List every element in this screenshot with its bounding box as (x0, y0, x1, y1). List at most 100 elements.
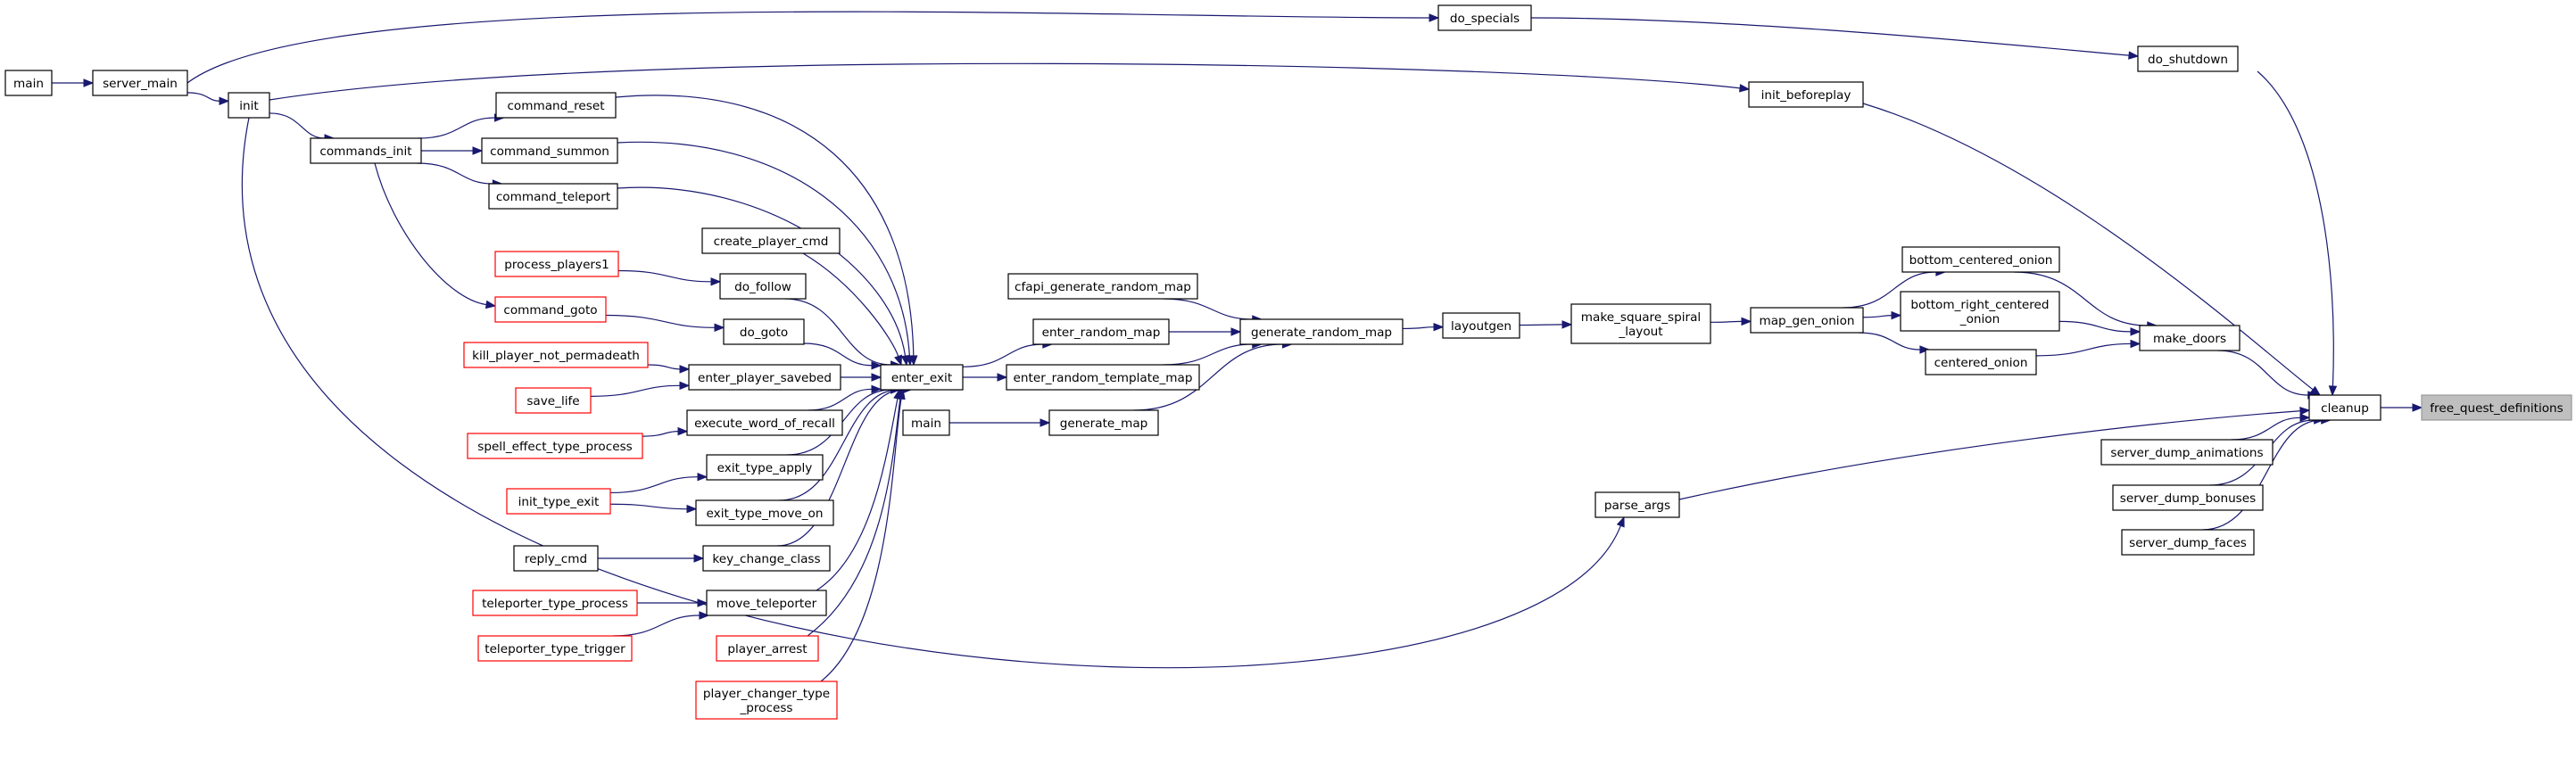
node-command-reset[interactable]: command_reset (495, 92, 617, 119)
node-process-players1[interactable]: process_players1 (494, 251, 619, 277)
node-command-goto[interactable]: command_goto (494, 296, 607, 323)
node-label: centered_onion (1934, 356, 2028, 370)
node-box (515, 387, 592, 414)
node-label: server_dump_faces (2129, 536, 2247, 550)
node-player-changer-type-process[interactable]: player_changer_type_process (695, 681, 838, 720)
node-make-doors[interactable]: make_doors (2139, 325, 2241, 351)
node-box (472, 590, 638, 616)
node-label: _onion (1959, 312, 2000, 326)
node-generate-random-map[interactable]: generate_random_map (1239, 318, 1404, 345)
node-box (4, 70, 53, 96)
node-box (2421, 394, 2572, 421)
node-label: map_gen_onion (1759, 314, 1854, 328)
node-init-type-exit[interactable]: init_type_exit (506, 488, 611, 515)
node-label: player_arrest (727, 642, 807, 656)
node-cleanup[interactable]: cleanup (2308, 394, 2381, 421)
node-label: do_goto (740, 326, 788, 340)
node-label: command_goto (503, 303, 597, 318)
node-command-summon[interactable]: command_summon (481, 137, 618, 164)
edge-process-players1-to-do-follow (617, 269, 722, 286)
node-label: enter_random_map (1042, 326, 1161, 340)
node-exit-type-move-on[interactable]: exit_type_move_on (695, 499, 834, 526)
node-teleporter-type-trigger[interactable]: teleporter_type_trigger (477, 635, 633, 662)
node-box (92, 70, 188, 96)
node-label: exit_type_apply (717, 461, 813, 475)
node-label: init_type_exit (518, 495, 600, 509)
node-box (719, 273, 807, 300)
node-enter-exit[interactable]: enter_exit (880, 364, 964, 391)
node-bottom-centered-onion[interactable]: bottom_centered_onion (1901, 246, 2060, 273)
node-free-quest-definitions[interactable]: free_quest_definitions (2421, 394, 2572, 421)
edge-spell-effect-type-process-to-execute-word-of-recall (642, 426, 689, 437)
node-label: save_life (526, 394, 579, 408)
node-server-dump-animations[interactable]: server_dump_animations (2100, 439, 2274, 466)
node-move-teleporter[interactable]: move_teleporter (706, 590, 827, 616)
node-box (706, 590, 827, 616)
node-do-specials[interactable]: do_specials (1437, 4, 1532, 31)
edge-player-changer-type-process-to-enter-exit (820, 388, 906, 682)
node-commands-init[interactable]: commands_init (310, 137, 422, 164)
node-label: server_main (103, 77, 178, 91)
node-save-life[interactable]: save_life (515, 387, 592, 414)
node-label: kill_player_not_permadeath (472, 349, 640, 363)
node-kill-player-not-permadeath[interactable]: kill_player_not_permadeath (463, 342, 649, 368)
edge-server-dump-animations-to-cleanup (2231, 413, 2311, 441)
node-command-teleport[interactable]: command_teleport (488, 183, 618, 210)
node-map-gen-onion[interactable]: map_gen_onion (1750, 307, 1864, 334)
edge-kill-player-not-permadeath-to-enter-player-savebed (647, 364, 691, 374)
edge-init-type-exit-to-exit-type-apply (609, 472, 708, 494)
node-box (1570, 303, 1711, 344)
node-label: make_square_spiral (1581, 310, 1701, 325)
node-execute-word-of-recall[interactable]: execute_word_of_recall (686, 409, 843, 436)
edge-reply-cmd-to-key-change-class (598, 554, 705, 563)
node-generate-map[interactable]: generate_map (1048, 409, 1159, 436)
node-layoutgen[interactable]: layoutgen (1442, 312, 1520, 339)
node-label: make_doors (2153, 332, 2226, 346)
node-box (686, 409, 843, 436)
node-box (1901, 246, 2060, 273)
node-create-player-cmd[interactable]: create_player_cmd (701, 227, 841, 254)
edge-make-doors-to-cleanup (2217, 350, 2319, 400)
edge-init-to-init-beforeplay (269, 62, 1751, 101)
node-reply-cmd[interactable]: reply_cmd (513, 545, 599, 572)
node-main2[interactable]: main (902, 409, 950, 436)
node-box (716, 635, 819, 662)
node-main1[interactable]: main (4, 70, 53, 96)
node-box (467, 433, 643, 459)
node-label: spell_effect_type_process (477, 440, 633, 454)
node-box (723, 318, 805, 345)
node-do-goto[interactable]: do_goto (723, 318, 805, 345)
node-bottom-right-centered-onion[interactable]: bottom_right_centered_onion (1900, 291, 2060, 332)
node-make-square-spiral-layout[interactable]: make_square_spiral_layout (1570, 303, 1711, 344)
node-label: generate_random_map (1251, 326, 1392, 340)
node-player-arrest[interactable]: player_arrest (716, 635, 819, 662)
node-init[interactable]: init (228, 92, 270, 119)
node-parse-args[interactable]: parse_args (1594, 491, 1680, 518)
node-server-dump-faces[interactable]: server_dump_faces (2121, 529, 2255, 556)
edge-map-gen-onion-to-centered-onion (1859, 332, 1931, 354)
node-enter-player-savebed[interactable]: enter_player_savebed (688, 364, 841, 391)
edge-teleporter-type-process-to-move-teleporter (636, 598, 708, 607)
edge-enter-random-map-to-generate-random-map (1169, 327, 1242, 336)
node-do-shutdown[interactable]: do_shutdown (2137, 45, 2239, 72)
edge-parse-args-to-cleanup (1678, 407, 2311, 500)
node-box (902, 409, 950, 436)
node-centered-onion[interactable]: centered_onion (1925, 349, 2037, 375)
edge-generate-random-map-to-layoutgen (1402, 322, 1445, 332)
node-label: _layout (1618, 325, 1662, 339)
node-enter-random-template-map[interactable]: enter_random_template_map (1006, 364, 1200, 391)
node-key-change-class[interactable]: key_change_class (702, 545, 831, 572)
node-server-main[interactable]: server_main (92, 70, 188, 96)
node-cfapi-generate-random-map[interactable]: cfapi_generate_random_map (1007, 273, 1198, 300)
node-box (481, 137, 618, 164)
node-do-follow[interactable]: do_follow (719, 273, 807, 300)
node-teleporter-type-process[interactable]: teleporter_type_process (472, 590, 638, 616)
node-spell-effect-type-process[interactable]: spell_effect_type_process (467, 433, 643, 459)
node-server-dump-bonuses[interactable]: server_dump_bonuses (2112, 484, 2264, 511)
node-label: commands_init (319, 144, 411, 159)
node-init-beforeplay[interactable]: init_beforeplay (1748, 81, 1864, 108)
node-enter-random-map[interactable]: enter_random_map (1032, 318, 1170, 345)
node-exit-type-apply[interactable]: exit_type_apply (706, 454, 824, 481)
edge-server-main-to-do-specials (186, 11, 1440, 84)
node-box (2100, 439, 2274, 466)
